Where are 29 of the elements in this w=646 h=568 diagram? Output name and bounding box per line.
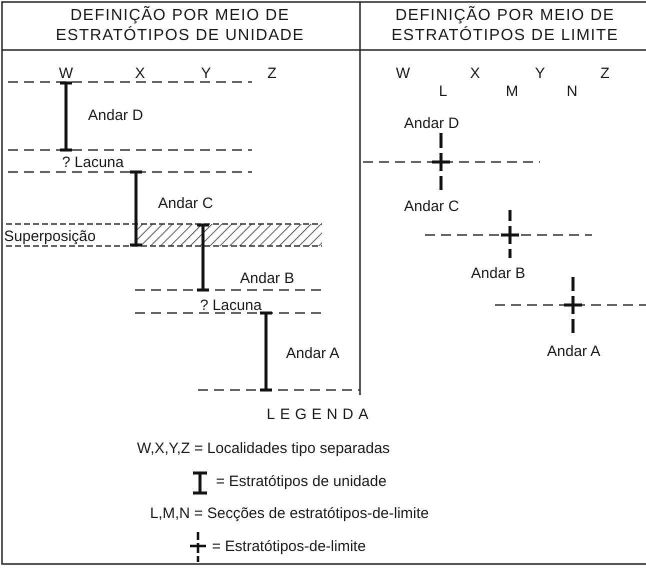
stratigraphy-label: X bbox=[134, 65, 145, 82]
stratigraphy-label: Z bbox=[600, 65, 610, 82]
legend-heading: LEGENDA bbox=[266, 406, 374, 423]
stratigraphy-label: N bbox=[566, 83, 578, 100]
legend-entry: = Estratótipos de unidade bbox=[216, 473, 387, 491]
stratigraphy-label: Y bbox=[200, 65, 211, 82]
column-heading: DEFINIÇÃO POR MEIO DE ESTRATÓTIPOS DE LIMITE bbox=[390, 6, 620, 46]
stratigraphy-label: ? Lacuna bbox=[62, 154, 124, 171]
stratigraphy-label: Z bbox=[267, 65, 277, 82]
stratigraphy-label: L bbox=[438, 83, 448, 100]
stratigraphy-label: X bbox=[470, 65, 480, 82]
stratigraphy-label: Andar B bbox=[240, 270, 294, 287]
stratigraphy-label: Andar D bbox=[88, 107, 144, 124]
stratigraphy-label: Y bbox=[534, 65, 545, 82]
stratigraphy-label: M bbox=[506, 83, 518, 100]
stratigraphy-label: Andar A bbox=[547, 343, 600, 360]
stratigraphy-label: W bbox=[396, 65, 410, 82]
legend-entry: = Estratótipos-de-limite bbox=[212, 538, 366, 556]
stratigraphy-label: Andar A bbox=[286, 345, 340, 362]
stratigraphy-label: Andar B bbox=[471, 265, 526, 282]
stratigraphy-label: Andar C bbox=[158, 195, 214, 212]
legend-entry: L,M,N = Secções de estratótipos-de-limite bbox=[150, 505, 429, 523]
stratigraphy-label: Andar C bbox=[404, 198, 460, 215]
legend-entry: W,X,Y,Z = Localidades tipo separadas bbox=[137, 440, 390, 458]
stratigraphy-label: ? Lacuna bbox=[200, 297, 262, 314]
stratigraphy-label: W bbox=[58, 65, 74, 82]
stratigraphy-label: Superposição bbox=[4, 228, 96, 245]
column-heading: DEFINIÇÃO POR MEIO DE ESTRATÓTIPOS DE UNIDADE bbox=[54, 6, 306, 46]
stratigraphy-label: Andar D bbox=[404, 115, 460, 132]
